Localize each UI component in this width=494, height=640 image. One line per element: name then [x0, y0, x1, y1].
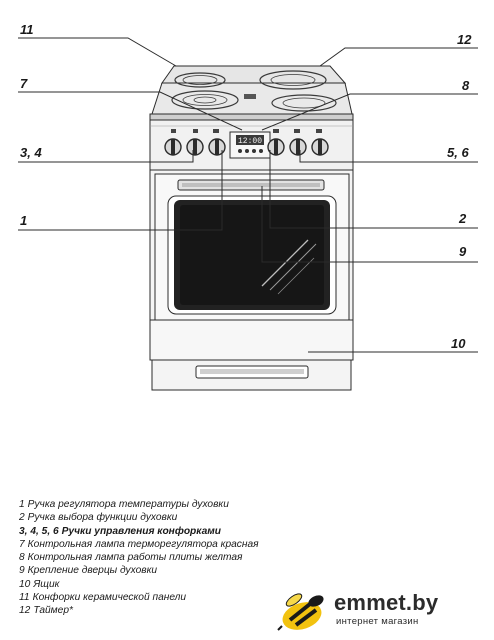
callout-labels: 11 12 7 8 3, 4 5, 6 1 2 9 10: [20, 22, 472, 351]
leader-1: [18, 150, 223, 231]
legend-number: 3, 4, 5, 6: [19, 525, 59, 537]
callout-5-6: 5, 6: [447, 145, 469, 160]
timer-button-2[interactable]: [245, 149, 249, 153]
knob-oven-temperature[interactable]: [208, 138, 226, 156]
legend-text: Таймер*: [33, 605, 73, 617]
burner-front-left: [171, 90, 239, 110]
indicator-lamps-cooktop: [244, 94, 256, 99]
legend-text: Контрольная лампа терморегулятора красна…: [27, 538, 259, 550]
timer-button-1[interactable]: [238, 149, 242, 153]
callout-11: 11: [20, 22, 34, 37]
legend-number: 11: [19, 592, 30, 604]
callout-8: 8: [462, 78, 470, 93]
oven-window: [167, 195, 337, 315]
burner-back-right: [259, 70, 327, 90]
knob-burner-3[interactable]: [164, 138, 182, 156]
leader-7: [18, 91, 243, 131]
legend-number: 10: [19, 578, 31, 590]
leader-12: [319, 47, 478, 67]
callout-12: 12: [457, 32, 472, 47]
callout-3-4: 3, 4: [20, 145, 42, 160]
knob-burner-4[interactable]: [186, 138, 204, 156]
callout-1: 1: [20, 213, 27, 228]
cooktop: [149, 65, 354, 121]
legend-number: 8: [19, 552, 25, 564]
legend-number: 9: [19, 565, 25, 577]
timer-display: 12:00: [238, 137, 262, 146]
legend-text: Крепление дверцы духовки: [27, 565, 158, 577]
callout-7: 7: [20, 76, 28, 91]
leader-3-4: [18, 150, 194, 163]
legend-number: 12: [19, 605, 31, 617]
leader-11: [18, 37, 177, 67]
legend-text: Ручка регулятора температуры духовки: [27, 499, 229, 510]
knob-burner-5[interactable]: [289, 138, 307, 156]
burner-front-right: [271, 94, 337, 112]
knob-symbols: [171, 129, 322, 133]
leader-2: [269, 150, 478, 229]
knob-burner-6[interactable]: [311, 138, 329, 156]
legend-text: Ручки управления конфорками: [61, 525, 221, 537]
legend-number: 1: [19, 499, 25, 510]
stove-diagram: 12:00: [18, 22, 478, 391]
legend-number: 2: [19, 512, 25, 524]
oven-body: [149, 169, 354, 361]
leader-8: [261, 93, 478, 131]
timer-module: 12:00: [229, 131, 271, 159]
legend-text: Ящик: [33, 578, 60, 590]
legend-text: Конфорки керамической панели: [32, 592, 187, 604]
brand-tagline: интернет магазин: [336, 616, 419, 627]
leader-9: [261, 186, 478, 263]
legend-text: Контрольная лампа работы плиты желтая: [27, 552, 243, 564]
leader-5-6: [299, 150, 478, 163]
legend-text: Ручка выбора функции духовки: [27, 512, 178, 524]
callout-9: 9: [459, 244, 467, 259]
callout-10: 10: [451, 336, 466, 351]
timer-button-3[interactable]: [252, 149, 256, 153]
callout-lines: [18, 37, 478, 353]
burner-back-left: [174, 72, 226, 88]
storage-drawer[interactable]: [151, 359, 352, 391]
legend-number: 7: [19, 538, 25, 550]
callout-2: 2: [458, 211, 467, 226]
oven-door-handle[interactable]: [177, 179, 325, 191]
brand-name: emmet.by: [334, 590, 439, 615]
brand-watermark[interactable]: emmet.by интернет магазин: [276, 590, 476, 634]
knob-oven-function[interactable]: [267, 138, 285, 156]
bee-logo-icon: [277, 593, 324, 631]
timer-button-4[interactable]: [259, 149, 263, 153]
